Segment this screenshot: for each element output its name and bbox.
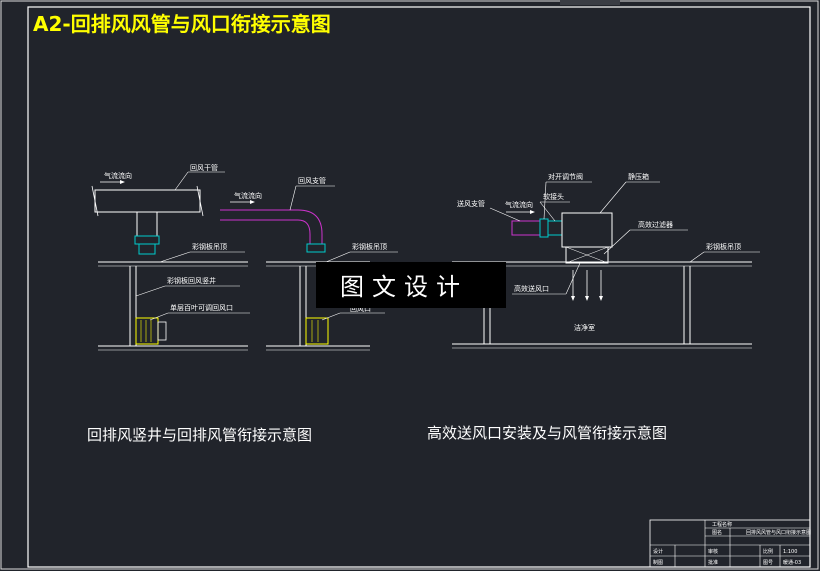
tb-design: 设计: [653, 548, 663, 555]
duct-elbow: [297, 209, 323, 235]
break-line: [196, 185, 204, 217]
watermark-box: [316, 262, 506, 308]
flex-joint: [547, 220, 563, 236]
tb-scale-label: 比例: [763, 548, 773, 555]
hepa-filter: [565, 246, 609, 264]
flex-joint: [306, 243, 326, 253]
return-grille: [135, 317, 159, 345]
label-ceiling: 彩钢板吊顶: [192, 242, 227, 251]
break-line: [91, 185, 99, 217]
label-outlet: 高效送风口: [514, 284, 549, 293]
label-joint: 软接头: [543, 192, 564, 201]
right-diagram: 送风支管 气流流向 对开调节阀 软接头 静压箱 高效过滤器 彩钢板吊顶 高效送风…: [427, 172, 760, 442]
watermark-text: 图文设计: [340, 273, 468, 301]
return-main-duct: [94, 189, 201, 213]
label-airflow: 气流流向: [505, 200, 533, 209]
tb-draw: 制图: [653, 559, 663, 566]
label-room: 洁净室: [574, 323, 595, 332]
label-shaft: 彩钢板回风竖井: [167, 276, 216, 285]
label-ceiling: 彩钢板吊顶: [352, 242, 387, 251]
drawing-title: A2-回排风风管与风口衔接示意图: [33, 12, 331, 36]
left-caption: 回排风竖井与回排风管衔接示意图: [87, 426, 312, 444]
right-caption: 高效送风口安装及与风管衔接示意图: [427, 424, 667, 442]
label-airflow: 气流流向: [104, 171, 132, 180]
label-damper: 对开调节阀: [548, 172, 583, 181]
tb-scale-value: 1:100: [783, 549, 797, 555]
plenum-box: [561, 212, 613, 248]
flex-joint: [134, 235, 160, 245]
label-grille: 回风口: [350, 305, 371, 313]
drop-duct: [136, 211, 158, 237]
shaft-neck: [138, 243, 156, 255]
title-block: 工程名称 图名 回排风风管与风口衔接示意图 设计 审核 制图 批准 比例 1:1…: [649, 519, 811, 568]
airflow-arrowhead: [120, 180, 125, 184]
label-ceiling: 彩钢板吊顶: [706, 242, 741, 251]
label-supply-branch: 送风支管: [457, 199, 485, 208]
label-hepa: 高效过滤器: [638, 220, 673, 229]
label-return-branch: 回风支管: [298, 176, 326, 185]
label-grille: 单层百叶可调回风口: [170, 303, 233, 312]
tb-number-value: 暖通-03: [783, 559, 801, 566]
tb-check: 审核: [708, 548, 718, 555]
supply-branch-duct: [511, 220, 541, 236]
label-airflow: 气流流向: [234, 191, 262, 200]
damper: [539, 218, 549, 238]
tb-project: 工程名称: [712, 521, 732, 528]
tb-drawing-label: 图名: [712, 529, 722, 536]
label-plenum: 静压箱: [628, 172, 649, 181]
left-diagram: 回风干管 气流流向 气流流向 回风支管 彩钢板吊顶 彩钢板吊顶 彩钢板回风竖井 …: [87, 163, 398, 444]
return-grille: [305, 317, 329, 345]
inner-frame: [27, 6, 811, 568]
tb-number-label: 图号: [763, 560, 773, 566]
top-tab: [560, 0, 620, 5]
tb-drawing-name: 回排风风管与风口衔接示意图: [746, 529, 811, 536]
label-return-main: 回风干管: [190, 163, 218, 172]
tb-approve: 批准: [708, 559, 718, 566]
